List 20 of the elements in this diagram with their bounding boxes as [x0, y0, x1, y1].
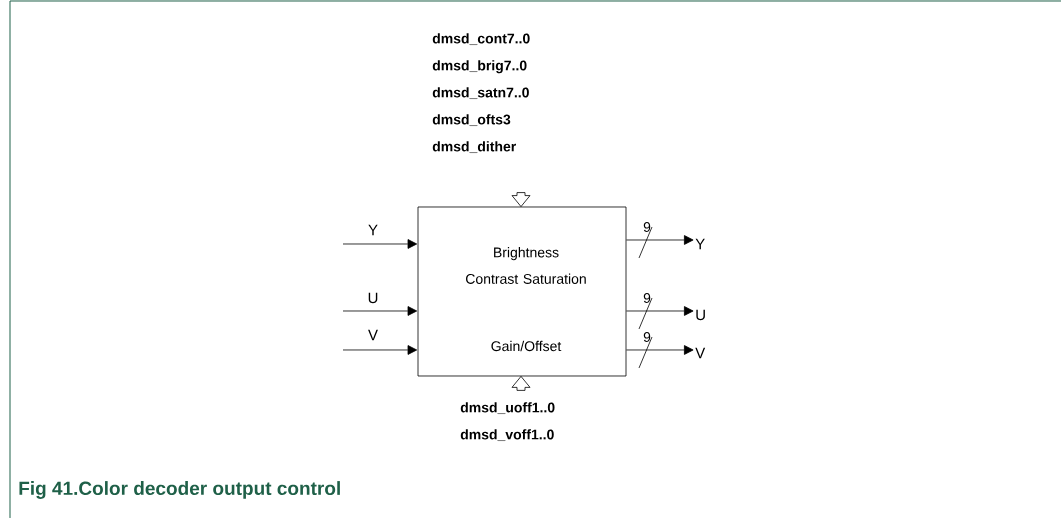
edge-label: Y — [368, 224, 378, 236]
output-signal: Y — [695, 238, 705, 250]
edge-label: 9 — [643, 332, 651, 342]
signal-list: dmsd_uoff1..0 dmsd_voff1..0 — [460, 402, 555, 442]
output-signal: U — [696, 309, 705, 321]
output-arrow — [626, 345, 694, 355]
output-arrow — [626, 235, 694, 245]
output-arrow — [626, 306, 694, 316]
bus-arrow — [511, 376, 531, 391]
output-signal: V — [695, 347, 706, 359]
input-arrow — [342, 306, 418, 316]
bus-arrow — [511, 192, 531, 207]
edge-label: V — [368, 329, 378, 341]
edge-label: 9 — [643, 293, 651, 303]
figure-caption: Fig 41.Color decoder output control — [19, 481, 340, 499]
input-arrow — [342, 345, 418, 355]
signal-list: dmsd_cont7..0 dmsd_brig7..0 dmsd_satn7..0 dmsd_ofts3 dmsd_dither — [432, 33, 530, 154]
edge-label: 9 — [643, 222, 651, 232]
edge-label: U — [368, 292, 378, 304]
input-arrow — [342, 239, 418, 249]
